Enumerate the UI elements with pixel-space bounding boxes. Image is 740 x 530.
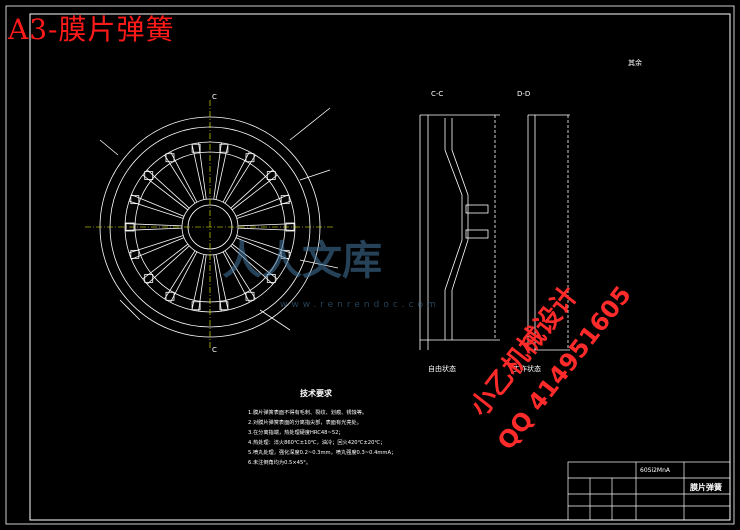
- section-marker-top: C: [212, 93, 217, 101]
- watermark-brand: 人人文库: [222, 238, 382, 284]
- tech-line: 4.热处理：淬火860℃±10℃，油冷；回火420℃±20℃；: [248, 440, 386, 446]
- section-label-left: C-C: [431, 90, 444, 98]
- section-label-right: D-D: [517, 90, 531, 98]
- sheet-inner-border: [29, 13, 731, 521]
- section-view-work: [527, 114, 570, 351]
- section-marker-bottom: C: [212, 346, 217, 354]
- sheet-outer-border: [5, 5, 735, 525]
- title-block: [567, 461, 731, 521]
- tech-requirements-title: 技术要求: [300, 389, 332, 398]
- watermark-url: www.renrendoc.com: [280, 300, 440, 310]
- state-work-label: 工作状态: [513, 365, 541, 373]
- section-view-free: [419, 114, 500, 350]
- tech-line: 3.在分离指端，热处理硬度HRC48~52；: [248, 430, 344, 436]
- front-view: [85, 100, 339, 350]
- state-free-label: 自由状态: [428, 365, 456, 373]
- title-block-part-name: 膜片弹簧: [690, 483, 722, 492]
- sheet-title: A3-膜片弹簧: [8, 13, 175, 46]
- tech-line: 6.未注倒角均为0.5×45°。: [248, 460, 312, 466]
- release-fingers: [125, 142, 295, 312]
- tech-line: 2.对膜片弹簧表面的分离指尖部，表面有光亮处。: [248, 420, 362, 426]
- title-block-material: 60Si2MnA: [640, 467, 671, 474]
- tech-line: 5.喷丸处理，强化深度0.2~0.3mm，喷丸强度0.3~0.4mmA；: [248, 450, 397, 456]
- tech-requirements-list: 1.膜片弹簧表面不得有毛刺、裂纹、划痕、锈蚀等。 2.对膜片弹簧表面的分离指尖部…: [248, 408, 396, 468]
- tech-line: 1.膜片弹簧表面不得有毛刺、裂纹、划痕、锈蚀等。: [248, 410, 368, 416]
- roughness-note: 其余: [628, 59, 642, 67]
